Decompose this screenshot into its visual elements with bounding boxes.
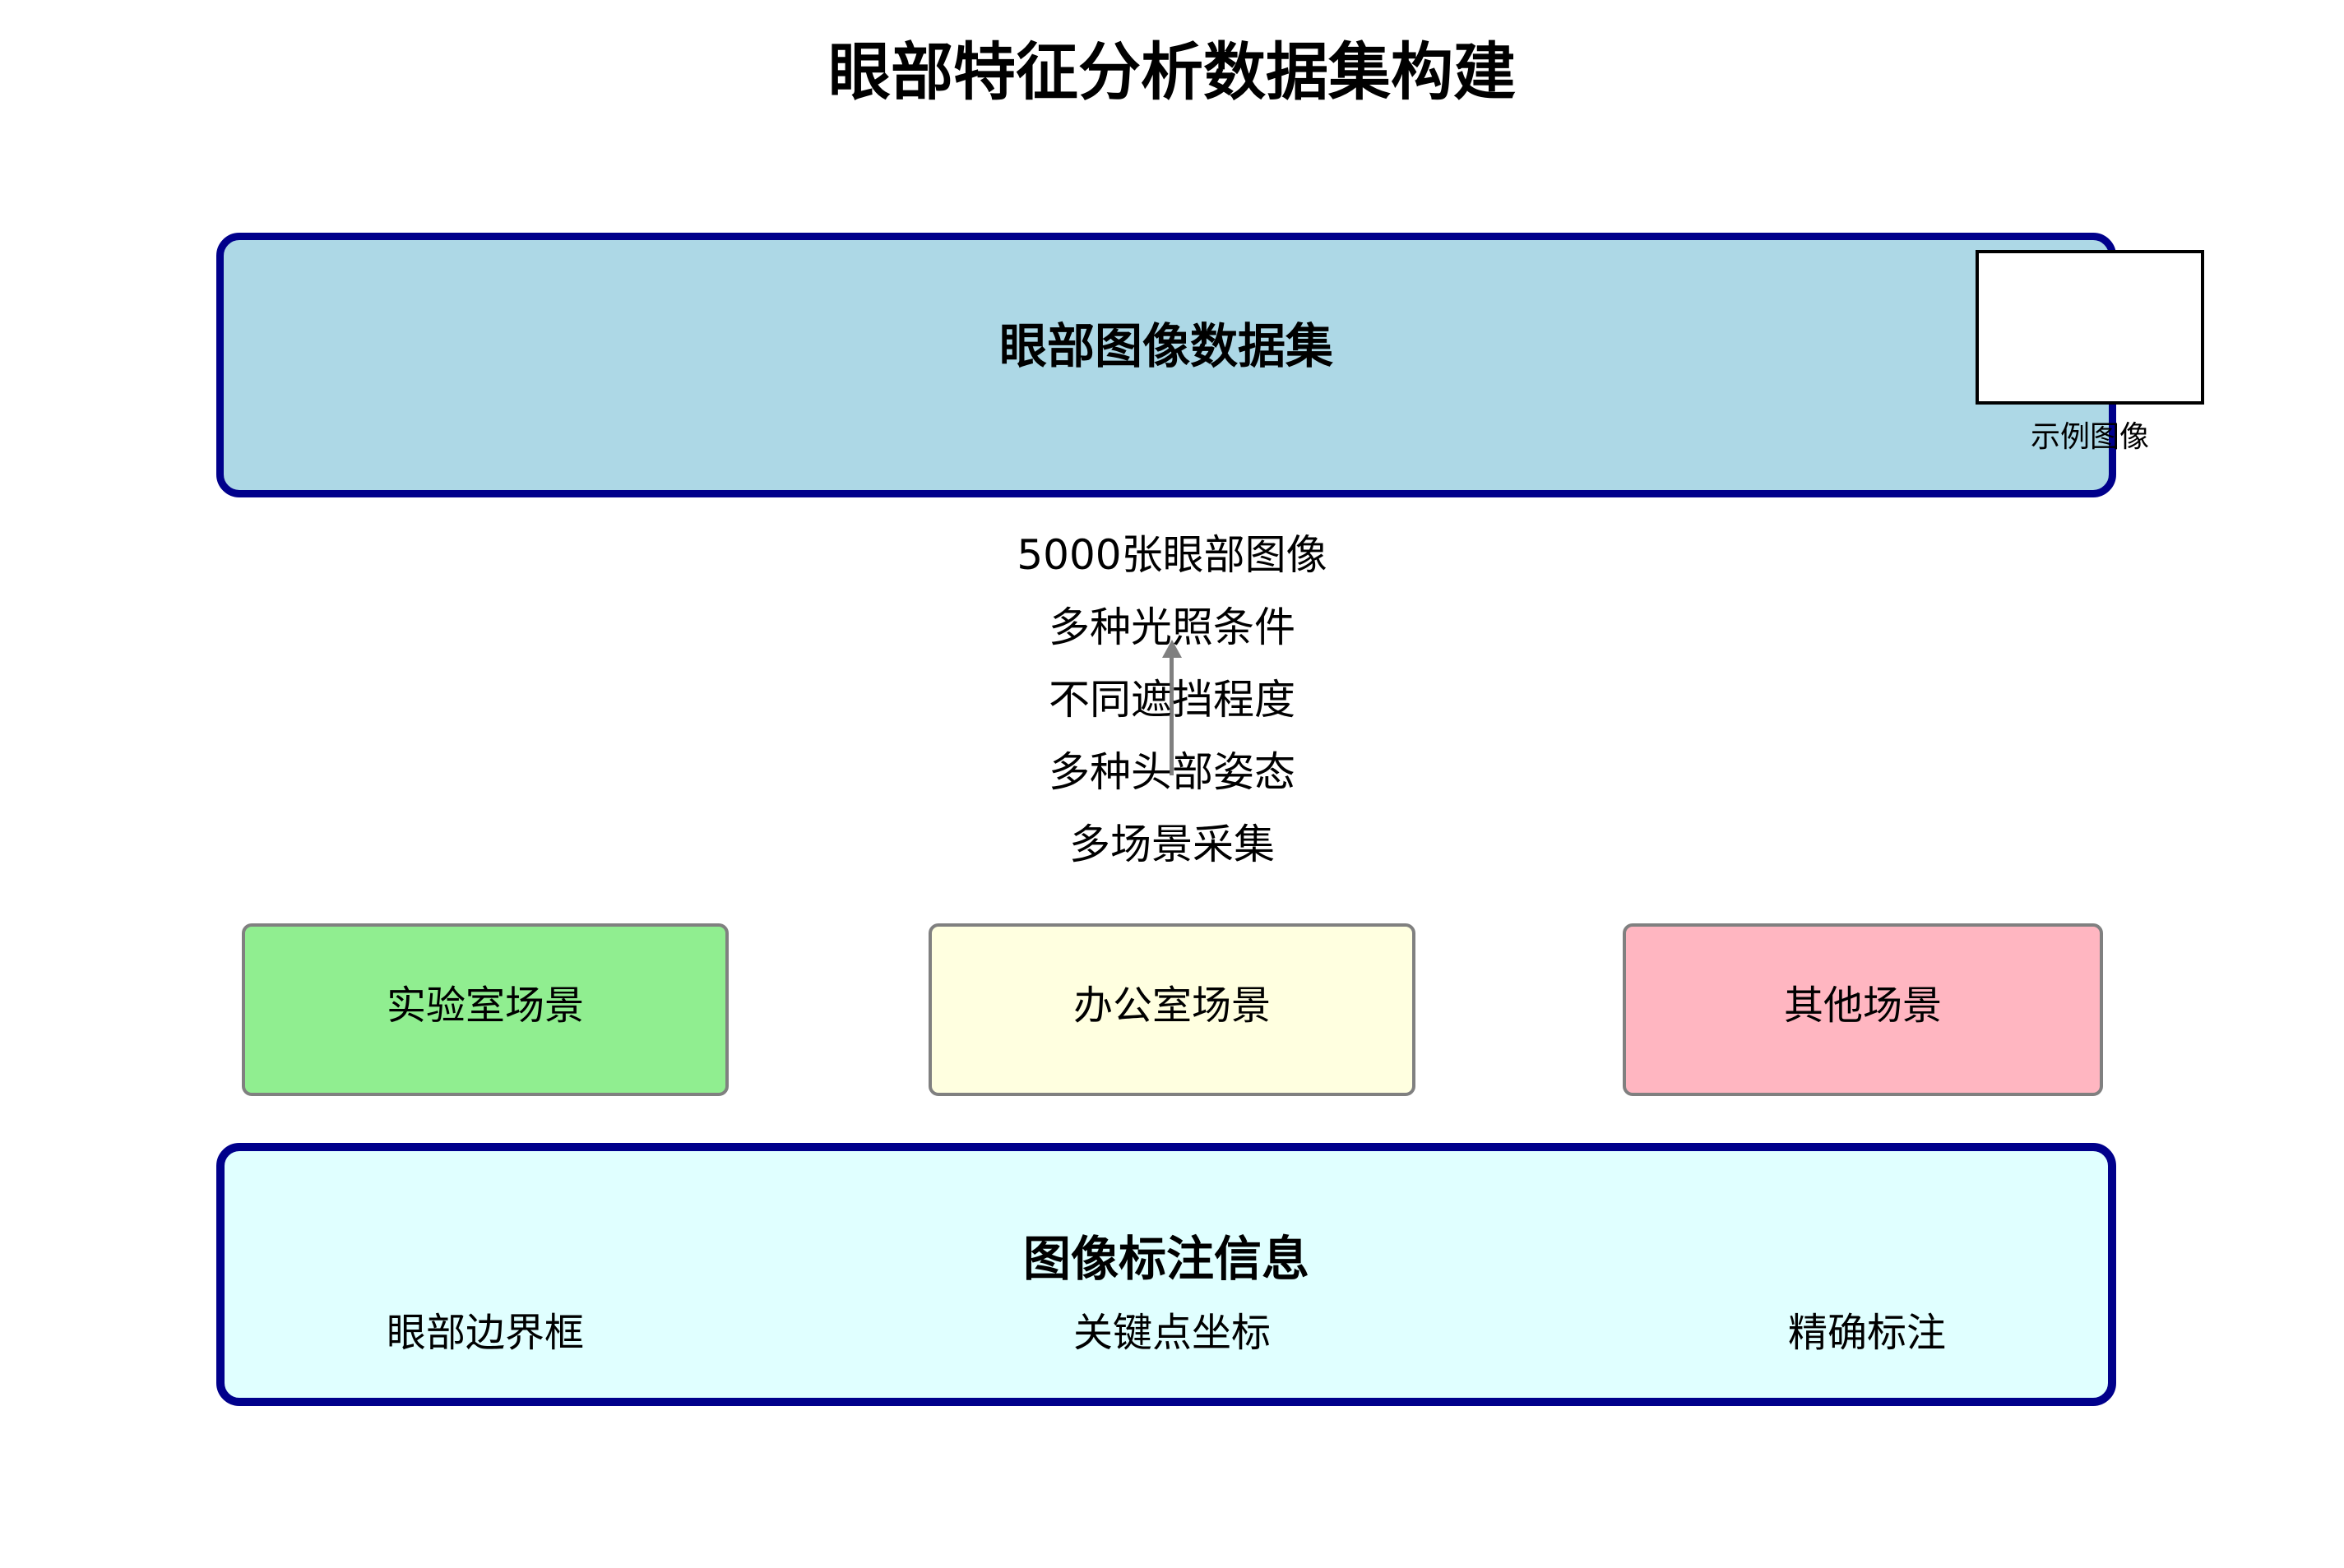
page-title: 眼部特征分析数据集构建	[828, 35, 1516, 109]
feature-item-lighting: 多种光照条件	[1049, 604, 1295, 651]
scene-box-office-label: 办公室场景	[1072, 983, 1271, 1029]
up-arrow-head-icon	[1162, 640, 1182, 658]
annotation-item-precision: 精确标注	[1787, 1310, 1946, 1356]
annotation-box: 图像标注信息 眼部边界框 关键点坐标 精确标注	[216, 1143, 2116, 1406]
example-image-label: 示例图像	[2030, 420, 2149, 454]
annotation-item-bbox: 眼部边界框	[386, 1310, 584, 1356]
dataset-box: 眼部图像数据集	[216, 233, 2116, 497]
up-arrow-shaft	[1170, 656, 1174, 775]
annotation-box-title: 图像标注信息	[1022, 1231, 1309, 1287]
scene-box-office: 办公室场景	[929, 923, 1415, 1096]
dataset-box-title: 眼部图像数据集	[998, 318, 1333, 374]
annotation-item-keypoints: 关键点坐标	[1072, 1310, 1271, 1356]
example-image-placeholder	[1976, 250, 2204, 405]
feature-item-scenes: 多场景采集	[1069, 821, 1275, 868]
feature-item-occlusion: 不同遮挡程度	[1049, 676, 1295, 724]
scene-box-lab-label: 实验室场景	[386, 983, 584, 1029]
dataset-feature-list: 5000张眼部图像 多种光照条件 不同遮挡程度 多种头部姿态 多场景采集	[0, 519, 2344, 881]
scene-box-lab: 实验室场景	[242, 923, 729, 1096]
scene-box-other-label: 其他场景	[1783, 983, 1942, 1029]
scene-box-other: 其他场景	[1623, 923, 2103, 1096]
feature-item-count: 5000张眼部图像	[1017, 531, 1327, 579]
feature-item-head-pose: 多种头部姿态	[1049, 748, 1295, 796]
